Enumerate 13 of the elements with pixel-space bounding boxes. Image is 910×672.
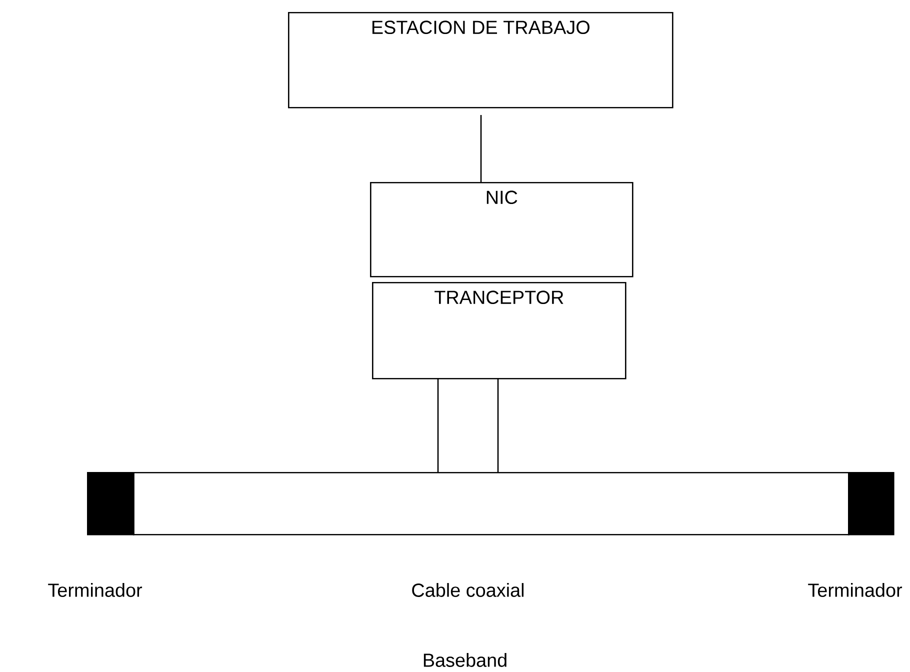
part-label: Terminador <box>808 583 902 597</box>
part-label: Terminador <box>48 583 142 597</box>
part-label: Cable coaxial <box>412 583 524 597</box>
process-box: NIC <box>370 182 634 278</box>
process-box: ESTACION DE TRABAJO <box>288 12 674 108</box>
caption: Baseband <box>424 653 506 667</box>
terminator-block <box>848 472 894 536</box>
connector-line <box>480 115 482 182</box>
connector-line <box>437 378 439 472</box>
connector-line <box>497 378 499 472</box>
terminator-block <box>87 472 134 536</box>
cable-bar <box>133 472 850 536</box>
process-box: TRANCEPTOR <box>372 282 626 380</box>
